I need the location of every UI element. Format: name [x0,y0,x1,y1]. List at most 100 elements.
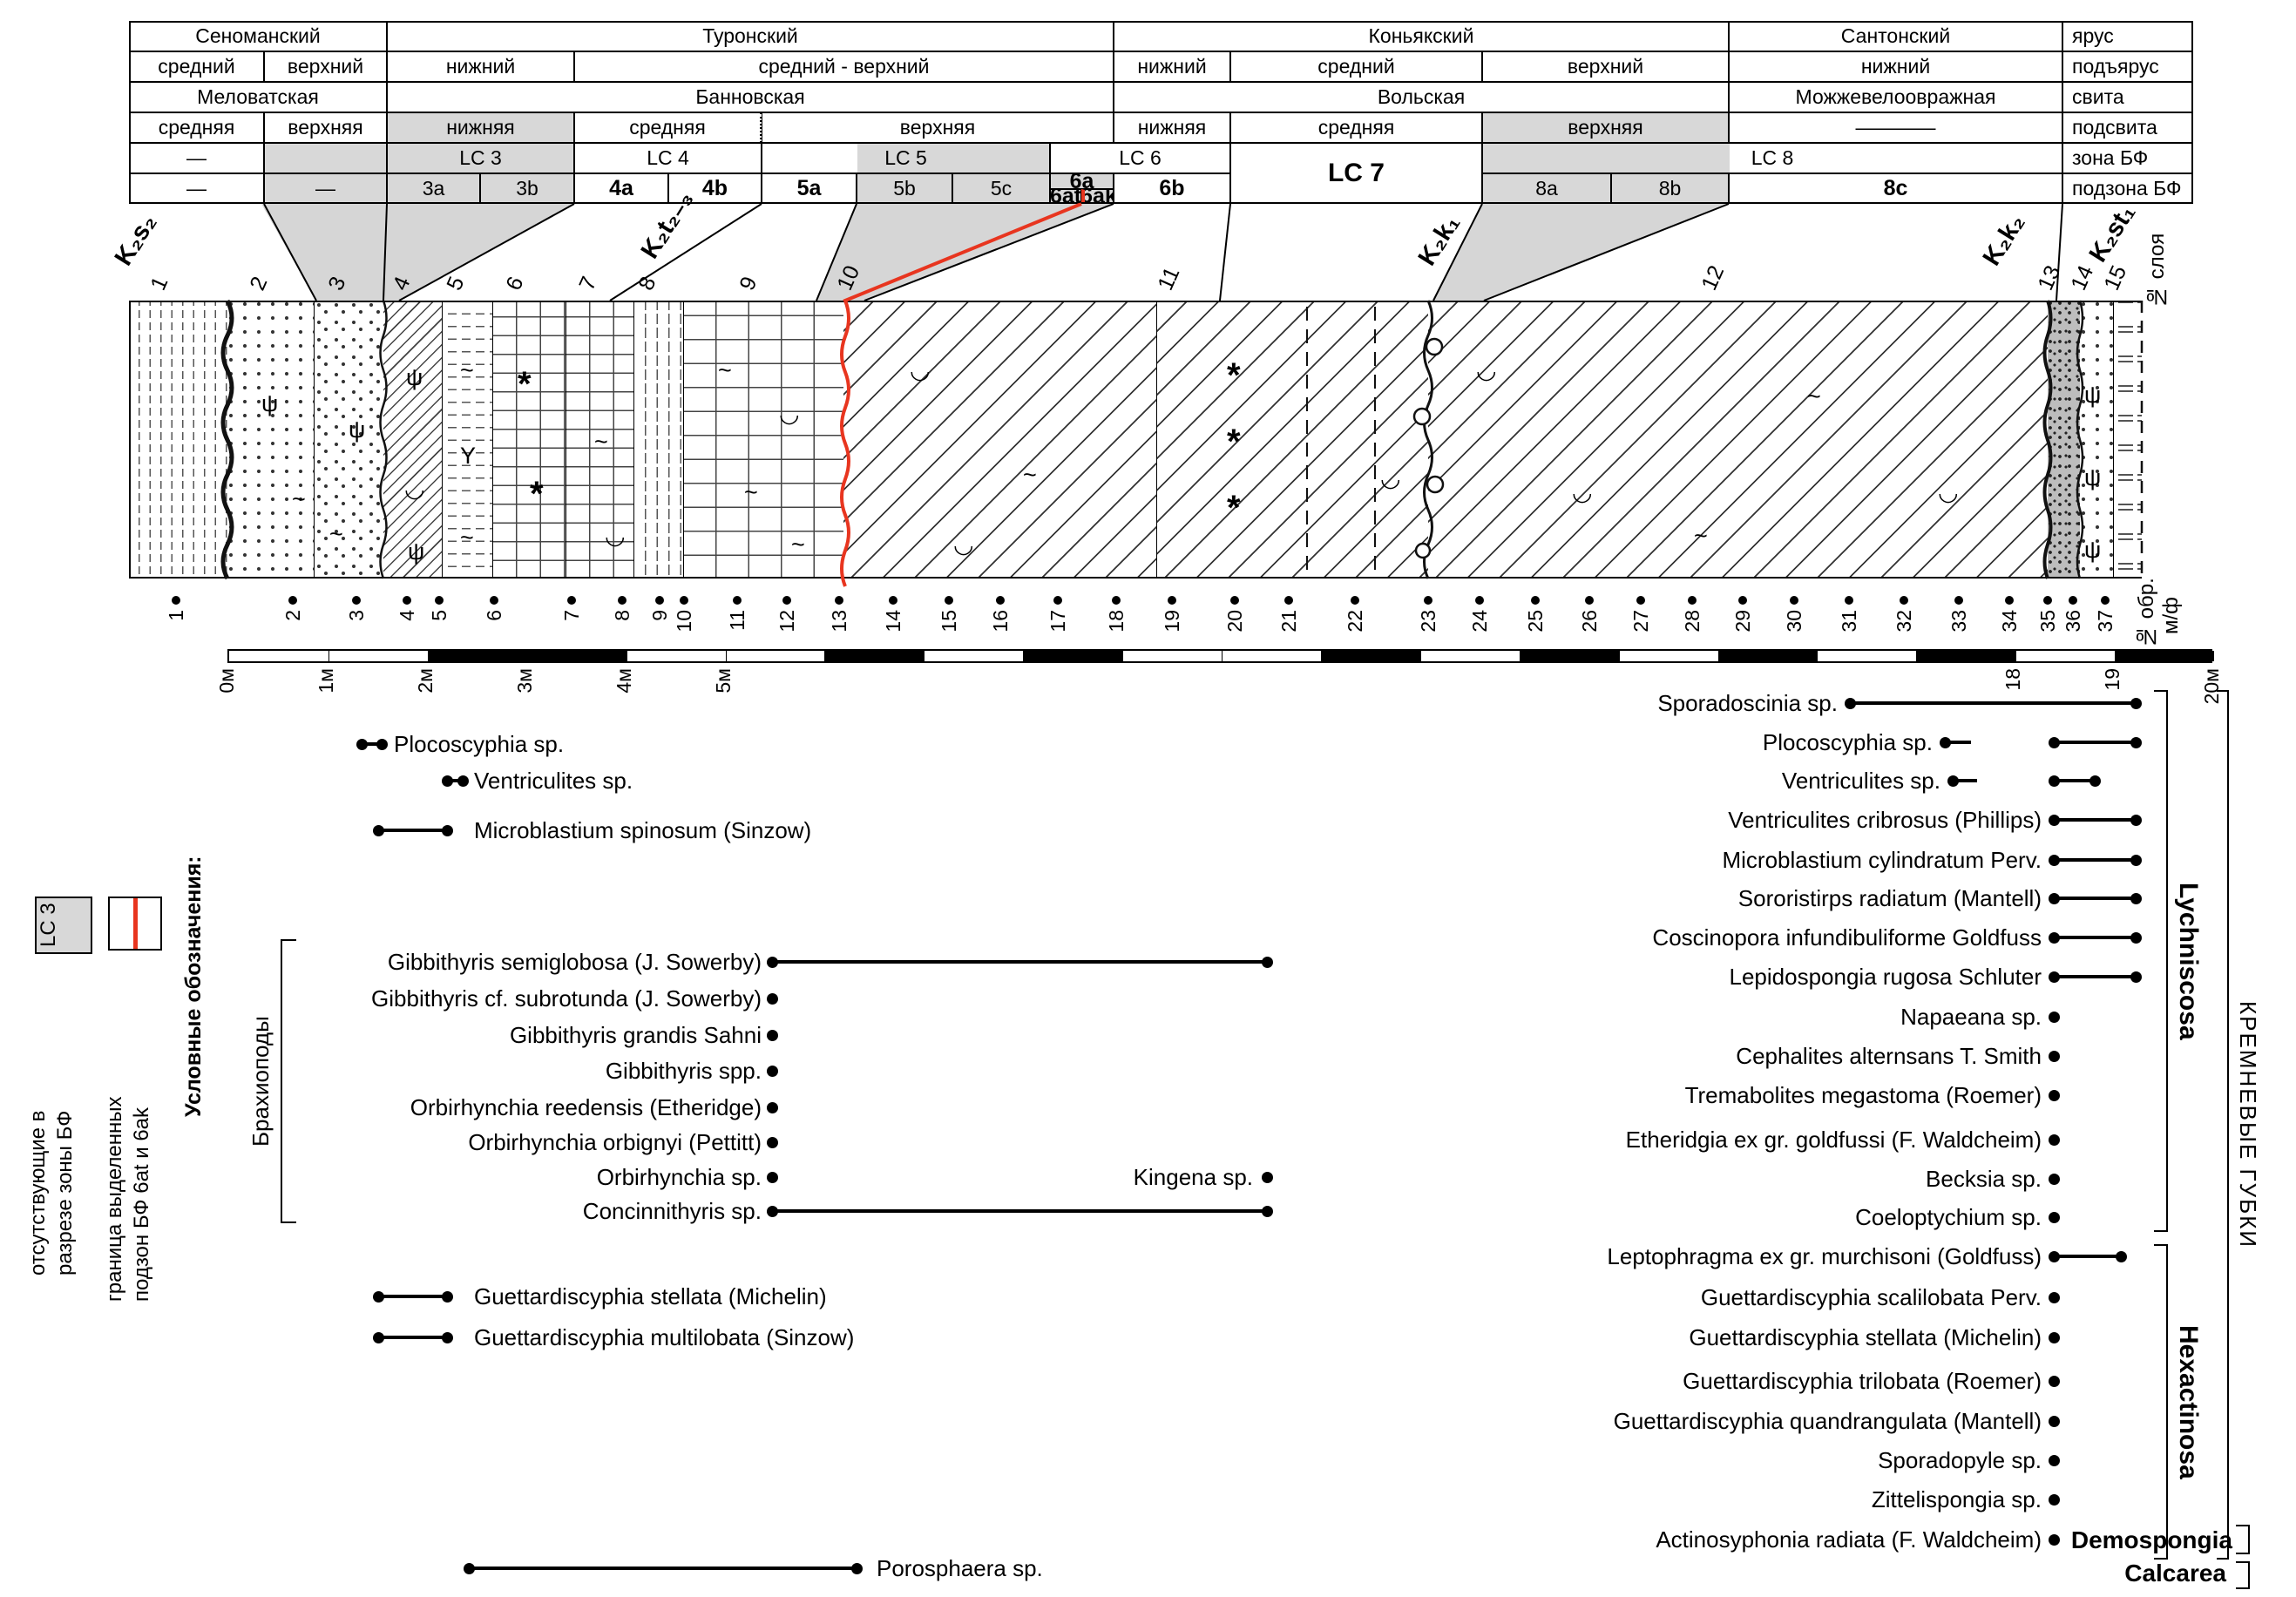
layer-13 [2048,301,2080,579]
scale-tick [1419,651,1421,661]
lithology-symbol: * [1227,423,1241,461]
cell-label: нижняя [446,116,515,139]
sample-dot [1112,596,1121,605]
species-label: Coeloptychium sp. [1855,1204,2042,1230]
sample-dot [1531,596,1540,605]
cell-label: средний - верхний [758,55,930,78]
sample-dot [288,596,297,605]
lithology-symbol: ~ [1807,383,1821,409]
range-dot [766,1136,778,1148]
species-label: Becksia sp. [1926,1166,2042,1192]
species-label: Ventriculites sp. [1781,768,1940,794]
table-cell: Банновская [387,82,1114,112]
cell-label: LC 7 [1327,159,1385,188]
lithology-symbol: ~ [718,357,732,383]
species-label: Ventriculites sp. [474,768,633,794]
table-cell: верхний [1482,51,1729,82]
scale-black-segment [1717,651,1818,661]
cell-label: Туронский [702,24,798,48]
cell-label: — [186,146,207,170]
sample-dot [782,596,791,605]
sample-dot [1351,596,1359,605]
range-line [772,960,1267,964]
sample-dot [1738,596,1747,605]
range-dot [2089,775,2101,787]
range-dot [1261,956,1273,968]
cell-label: 6at [1050,189,1081,204]
table-row-label: свита [2062,82,2193,112]
table-cell: 6ak [1081,189,1114,204]
range-line [2054,1255,2121,1258]
cell-label: нижний [445,55,516,78]
bracket-tick [2236,1587,2250,1589]
layer-14 [2080,301,2114,579]
sponge-fossil-mark [1426,475,1445,494]
lithology-symbol: ~ [292,486,306,512]
range-dot [2130,971,2142,983]
species-label: Guettardiscyphia multilobata (Sinzow) [474,1324,855,1350]
range-line [1953,779,1977,782]
table-cell: LC 7 [1230,143,1482,204]
species-label: Plocoscyphia sp. [1762,729,1933,755]
table-cell: средняя [1230,112,1482,143]
table-row-label: подъярус [2062,51,2193,82]
species-label: Ventriculites cribrosus (Phillips) [1728,807,2042,833]
range-line [2054,779,2095,782]
range-dot [2048,971,2060,983]
sample-dot [1424,596,1432,605]
wavy-boundary-medium [1423,300,1433,579]
table-cell: Коньякский [1114,21,1729,51]
cell-label: средний [1317,55,1395,78]
lithology-symbol: ψ [406,364,423,390]
scale-tick [1222,651,1223,661]
table-cell: Вольская [1114,82,1729,112]
bracket-tick [2236,1561,2250,1563]
lithology-symbol: ψ [2084,382,2102,408]
scale-bar [227,649,2214,663]
range-dot [2048,1250,2060,1262]
range-dot [1939,736,1951,748]
table-cell: средний - верхний [574,51,1114,82]
table-cell: 4a [574,173,668,204]
range-line [447,779,463,782]
range-line [2054,975,2136,978]
range-line [2054,897,2136,900]
range-dot [463,1562,475,1574]
range-dot [1261,1171,1273,1183]
cell-label: Банновская [695,85,805,109]
sample-dot [889,596,897,605]
lithology-symbol: ◡ [910,357,931,383]
bracket-tick [2236,1553,2250,1554]
sample-dot [1585,596,1594,605]
species-label: Sporadopyle sp. [1878,1447,2042,1473]
cell-label: 4b [701,176,728,201]
range-line [378,829,447,832]
bracket-line [2248,1525,2250,1554]
species-label: Cephalites alternsans T. Smith [1736,1043,2042,1069]
range-dot [766,1205,778,1217]
range-line [772,1209,1267,1213]
species-label: Zittelispongia sp. [1871,1486,2042,1512]
scale-black-segment [1519,651,1619,661]
cell-label: 3a [422,177,445,200]
layer-6 [493,301,566,579]
cell-label: ярус [2072,24,2114,48]
sample-dot [1790,596,1798,605]
lithology-symbol: * [518,365,532,403]
table-cell: 6at [1050,189,1081,204]
table-cell: нижний [387,51,574,82]
range-dot [2048,892,2060,904]
range-dot [372,1331,384,1343]
cell-label: 3b [516,177,538,200]
range-dot [2048,1493,2060,1506]
cell-label: 5a [796,176,822,201]
range-dot [766,956,778,968]
scale-tick [2015,651,2017,661]
sample-dot [567,596,576,605]
table-cell: LC 3 [387,143,574,173]
table-cell: LC 8 [1482,143,2062,173]
bracket-line [2227,690,2229,1560]
table-cell: нижний [1729,51,2062,82]
table-cell: 8a [1482,173,1611,204]
